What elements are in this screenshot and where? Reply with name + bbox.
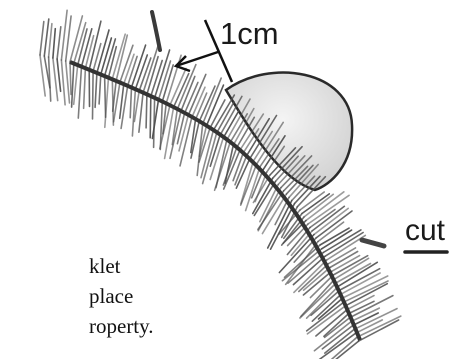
needle bbox=[197, 124, 203, 176]
needle bbox=[325, 318, 350, 338]
needle bbox=[310, 210, 335, 228]
needle bbox=[139, 93, 143, 133]
needle bbox=[215, 143, 230, 191]
needle bbox=[49, 24, 52, 57]
needle bbox=[203, 78, 222, 124]
needle bbox=[74, 65, 78, 104]
needle bbox=[203, 133, 217, 184]
body-text-line-1: klet bbox=[89, 254, 259, 278]
measure-label: 1cm bbox=[220, 16, 279, 52]
needle bbox=[146, 94, 147, 127]
needle bbox=[95, 73, 97, 108]
needle bbox=[44, 19, 49, 56]
needle bbox=[152, 100, 158, 139]
needle bbox=[66, 61, 70, 103]
needle bbox=[177, 113, 184, 143]
needle bbox=[85, 36, 93, 68]
needle bbox=[70, 62, 71, 94]
needle bbox=[130, 87, 131, 117]
body-text-line-3: roperty. bbox=[89, 314, 259, 338]
needle bbox=[322, 230, 352, 249]
needle bbox=[217, 102, 234, 133]
needle bbox=[143, 47, 158, 93]
needle bbox=[325, 233, 363, 257]
cut-mark bbox=[362, 240, 384, 246]
needle bbox=[49, 57, 51, 101]
needle bbox=[61, 60, 65, 105]
needle bbox=[359, 320, 399, 341]
needle bbox=[223, 148, 236, 186]
needle bbox=[57, 27, 61, 59]
needle bbox=[99, 74, 101, 104]
stem-tip-mark bbox=[152, 12, 160, 50]
needle bbox=[150, 96, 151, 138]
needle bbox=[78, 67, 81, 119]
needle bbox=[188, 74, 206, 115]
cut-label: cut bbox=[405, 214, 445, 248]
needle bbox=[338, 262, 377, 286]
needle bbox=[84, 68, 86, 108]
needle bbox=[40, 22, 44, 55]
needle bbox=[132, 89, 135, 136]
body-text-line-2: place bbox=[89, 284, 259, 308]
needle bbox=[93, 71, 94, 119]
needle bbox=[66, 16, 71, 61]
needle bbox=[53, 29, 55, 58]
needle bbox=[57, 59, 61, 91]
